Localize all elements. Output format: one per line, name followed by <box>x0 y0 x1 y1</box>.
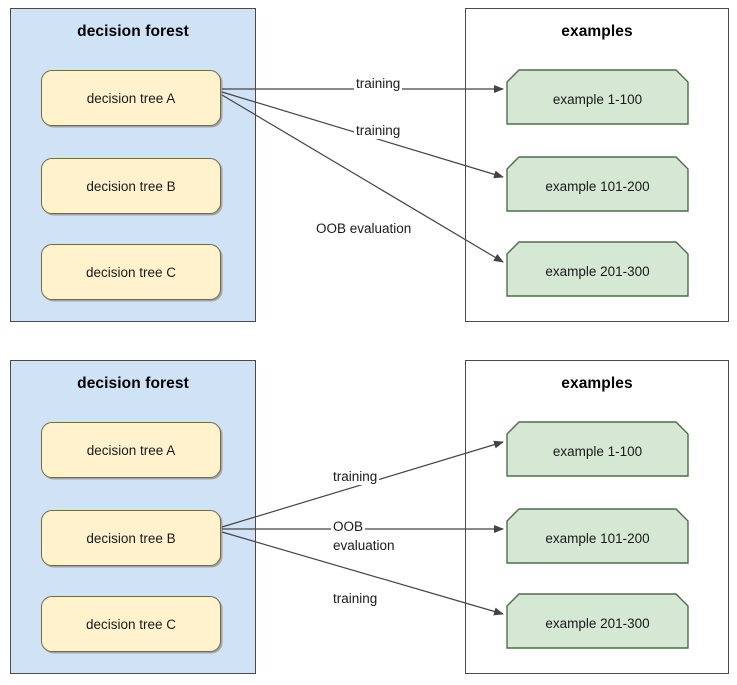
decision-tree-node-c-bottom[interactable]: decision tree C <box>41 596 221 652</box>
decision-forest-panel-bottom: decision forest decision tree A decision… <box>10 360 256 674</box>
example-node-201-300-top[interactable]: example 201-300 <box>506 241 689 297</box>
decision-tree-label: decision tree C <box>85 616 177 632</box>
decision-tree-node-a-top[interactable]: decision tree A <box>41 70 221 126</box>
diagram-top: decision forest decision tree A decision… <box>0 0 737 330</box>
example-node-label: example 101-200 <box>545 178 650 194</box>
decision-tree-node-a-bottom[interactable]: decision tree A <box>41 422 221 478</box>
example-node-label: example 1-100 <box>552 91 643 107</box>
example-node-label: example 201-300 <box>545 263 650 279</box>
examples-title-bottom: examples <box>561 375 633 392</box>
decision-forest-title-bottom: decision forest <box>77 375 189 392</box>
decision-tree-node-c-top[interactable]: decision tree C <box>41 244 221 300</box>
document-shape-icon <box>506 69 689 125</box>
examples-title-top: examples <box>561 23 633 40</box>
edge-label-training-1-top: training <box>354 76 403 92</box>
decision-tree-label: decision tree B <box>86 530 176 546</box>
document-shape-icon <box>506 593 689 649</box>
edge-label-oob-bottom: OOB <box>331 519 366 535</box>
decision-tree-label: decision tree A <box>86 90 176 106</box>
examples-panel-top: examples example 1-100 example 101-200 e… <box>465 8 729 322</box>
document-shape-icon <box>506 421 689 477</box>
diagram-bottom: decision forest decision tree A decision… <box>0 352 737 682</box>
decision-tree-label: decision tree A <box>86 442 176 458</box>
edge-label-evaluation-bottom: evaluation <box>331 538 397 554</box>
example-node-label: example 201-300 <box>545 615 650 631</box>
edge-tree-a-to-example-201-300 <box>221 94 504 263</box>
example-node-101-200-top[interactable]: example 101-200 <box>506 156 689 212</box>
example-node-label: example 101-200 <box>545 530 650 546</box>
edge-label-training-2-top: training <box>354 123 403 139</box>
example-node-1-100-top[interactable]: example 1-100 <box>506 69 689 125</box>
document-shape-icon <box>506 241 689 297</box>
edge-label-oob-evaluation-top: OOB evaluation <box>314 221 414 237</box>
decision-tree-label: decision tree C <box>85 264 177 280</box>
example-node-101-200-bottom[interactable]: example 101-200 <box>506 508 689 564</box>
examples-panel-bottom: examples example 1-100 example 101-200 e… <box>465 360 729 674</box>
example-node-1-100-bottom[interactable]: example 1-100 <box>506 421 689 477</box>
edge-label-training-2-bottom: training <box>331 591 380 607</box>
decision-tree-node-b-top[interactable]: decision tree B <box>41 158 221 214</box>
edge-label-training-1-bottom: training <box>331 469 380 485</box>
document-shape-icon <box>506 156 689 212</box>
decision-tree-label: decision tree B <box>86 178 176 194</box>
example-node-label: example 1-100 <box>552 443 643 459</box>
decision-tree-node-b-bottom[interactable]: decision tree B <box>41 510 221 566</box>
decision-forest-panel-top: decision forest decision tree A decision… <box>10 8 256 322</box>
example-node-201-300-bottom[interactable]: example 201-300 <box>506 593 689 649</box>
document-shape-icon <box>506 508 689 564</box>
decision-forest-title-top: decision forest <box>77 23 189 40</box>
